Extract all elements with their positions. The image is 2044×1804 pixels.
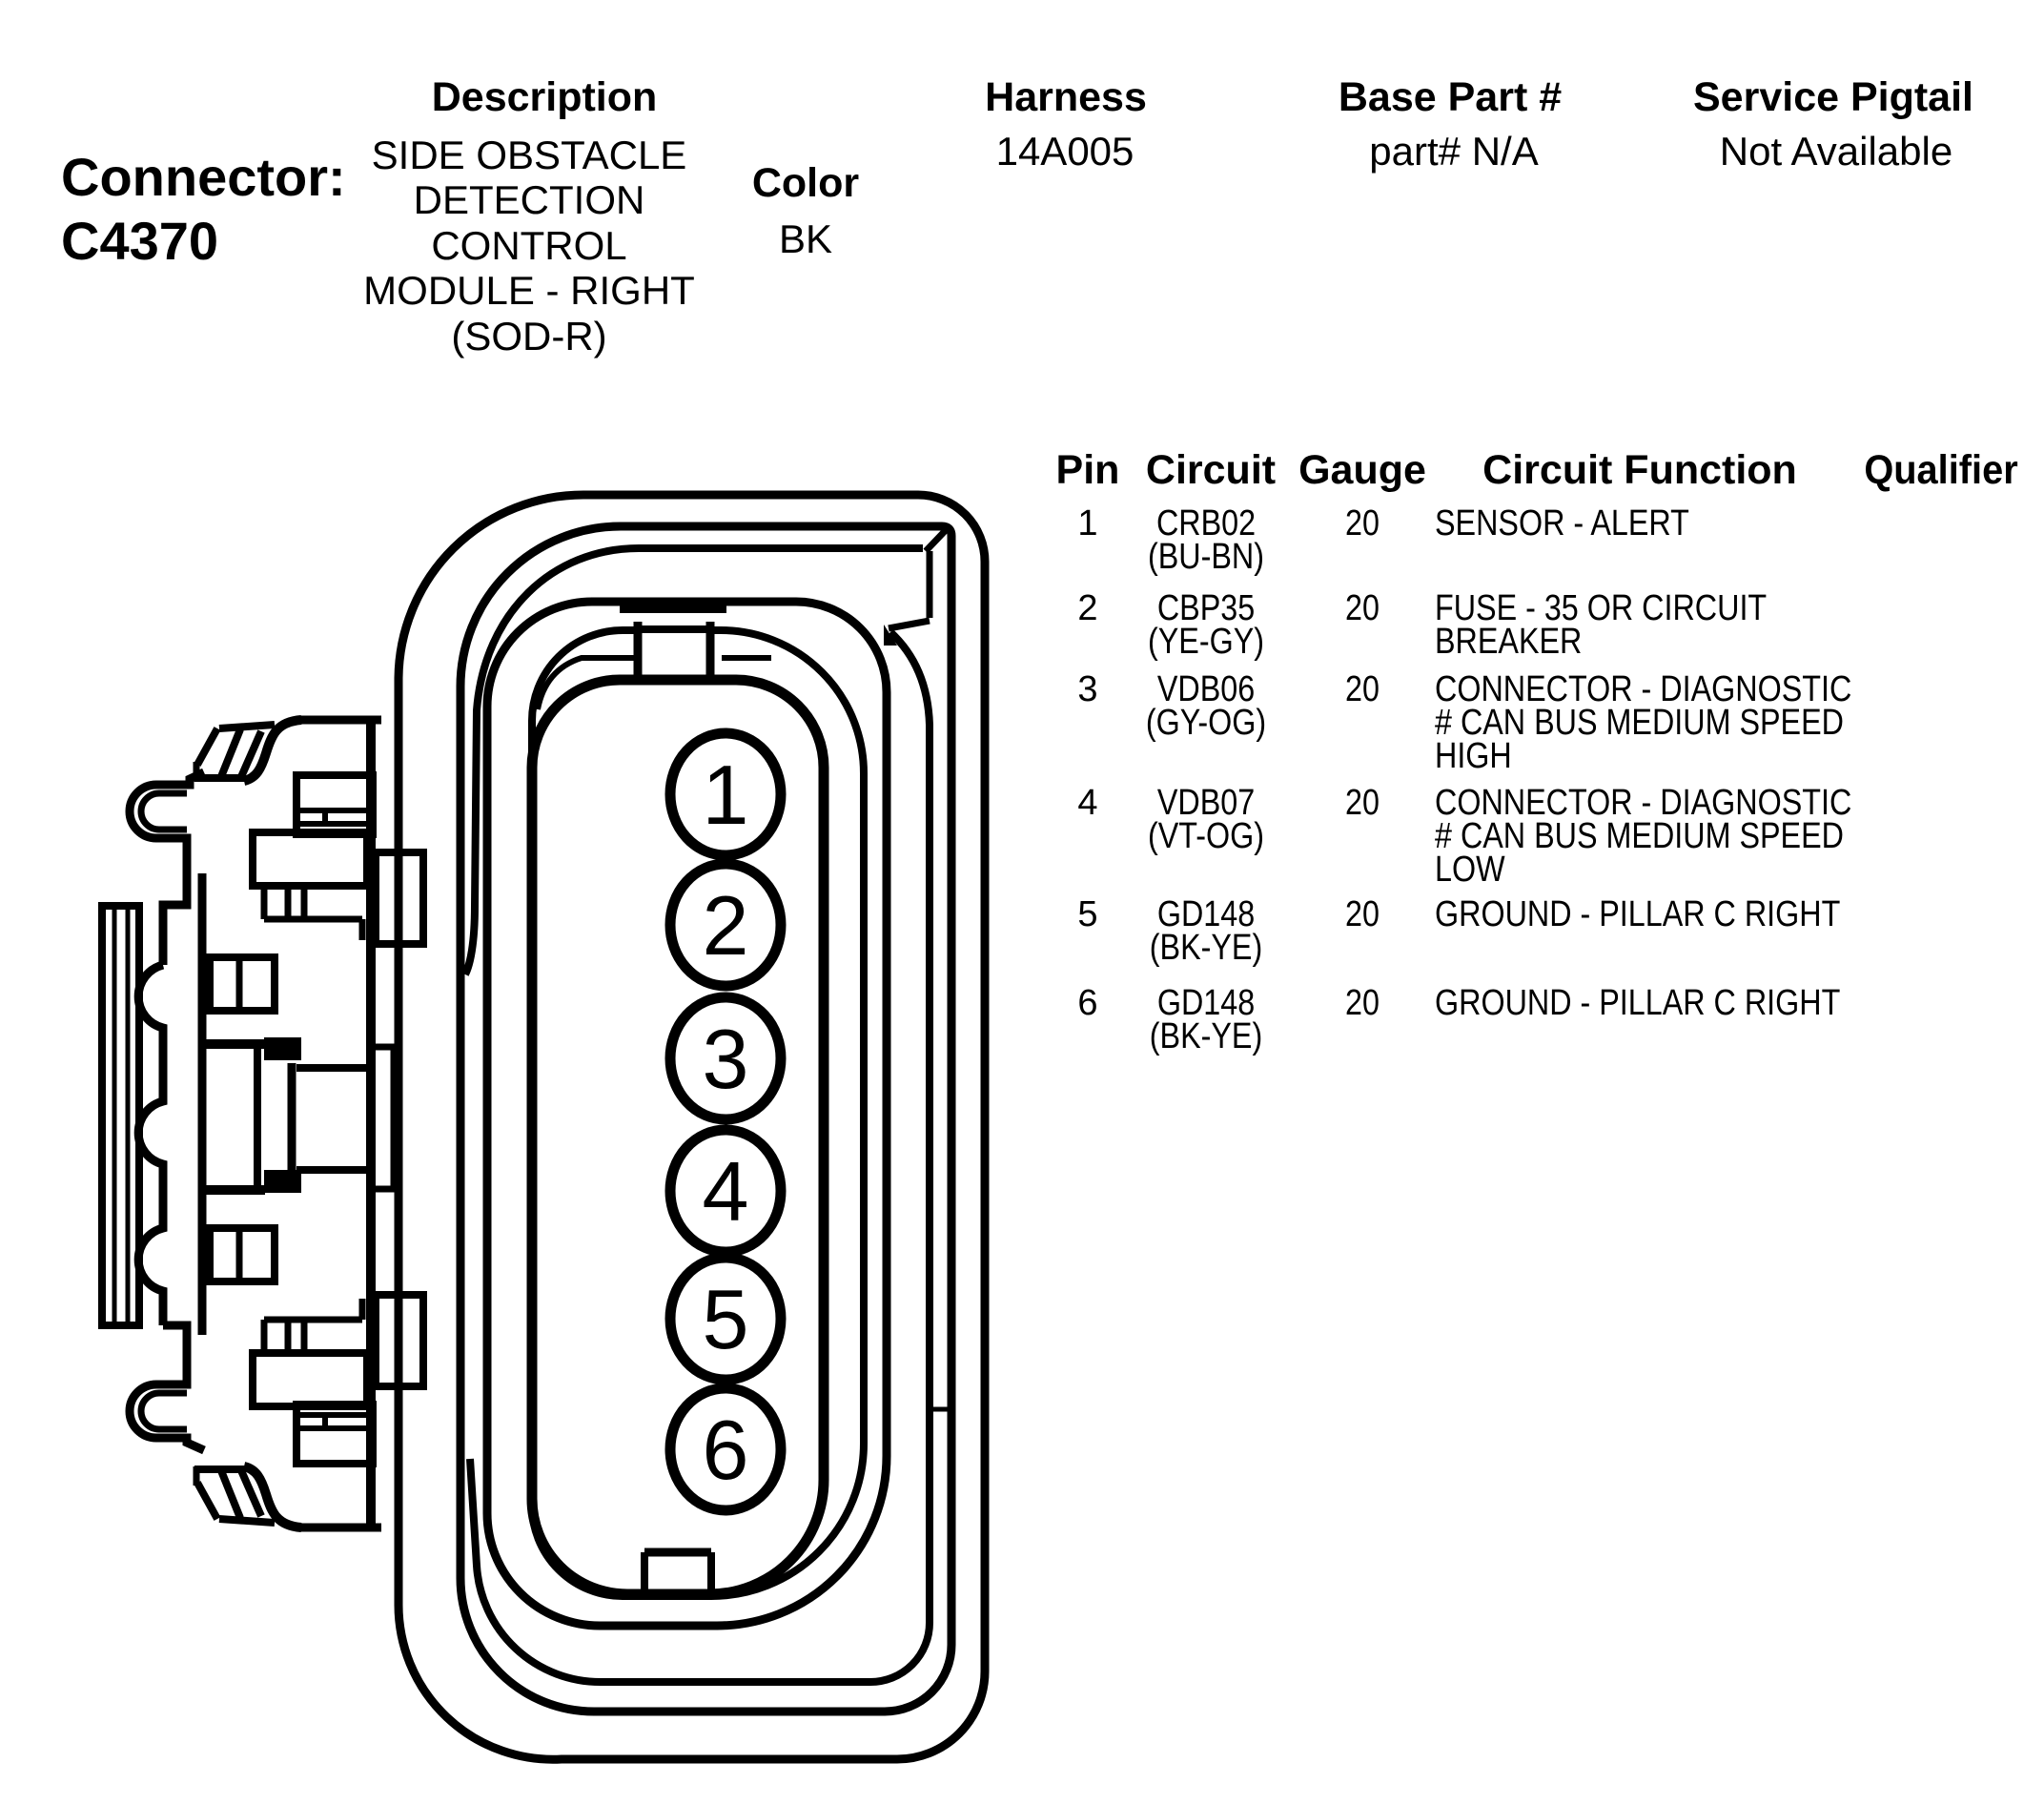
svg-text:3: 3 xyxy=(703,1012,749,1106)
svg-text:4: 4 xyxy=(703,1144,749,1239)
svg-text:6: 6 xyxy=(703,1403,749,1497)
svg-text:1: 1 xyxy=(703,748,749,842)
svg-text:5: 5 xyxy=(703,1272,749,1366)
svg-text:2: 2 xyxy=(703,878,749,973)
